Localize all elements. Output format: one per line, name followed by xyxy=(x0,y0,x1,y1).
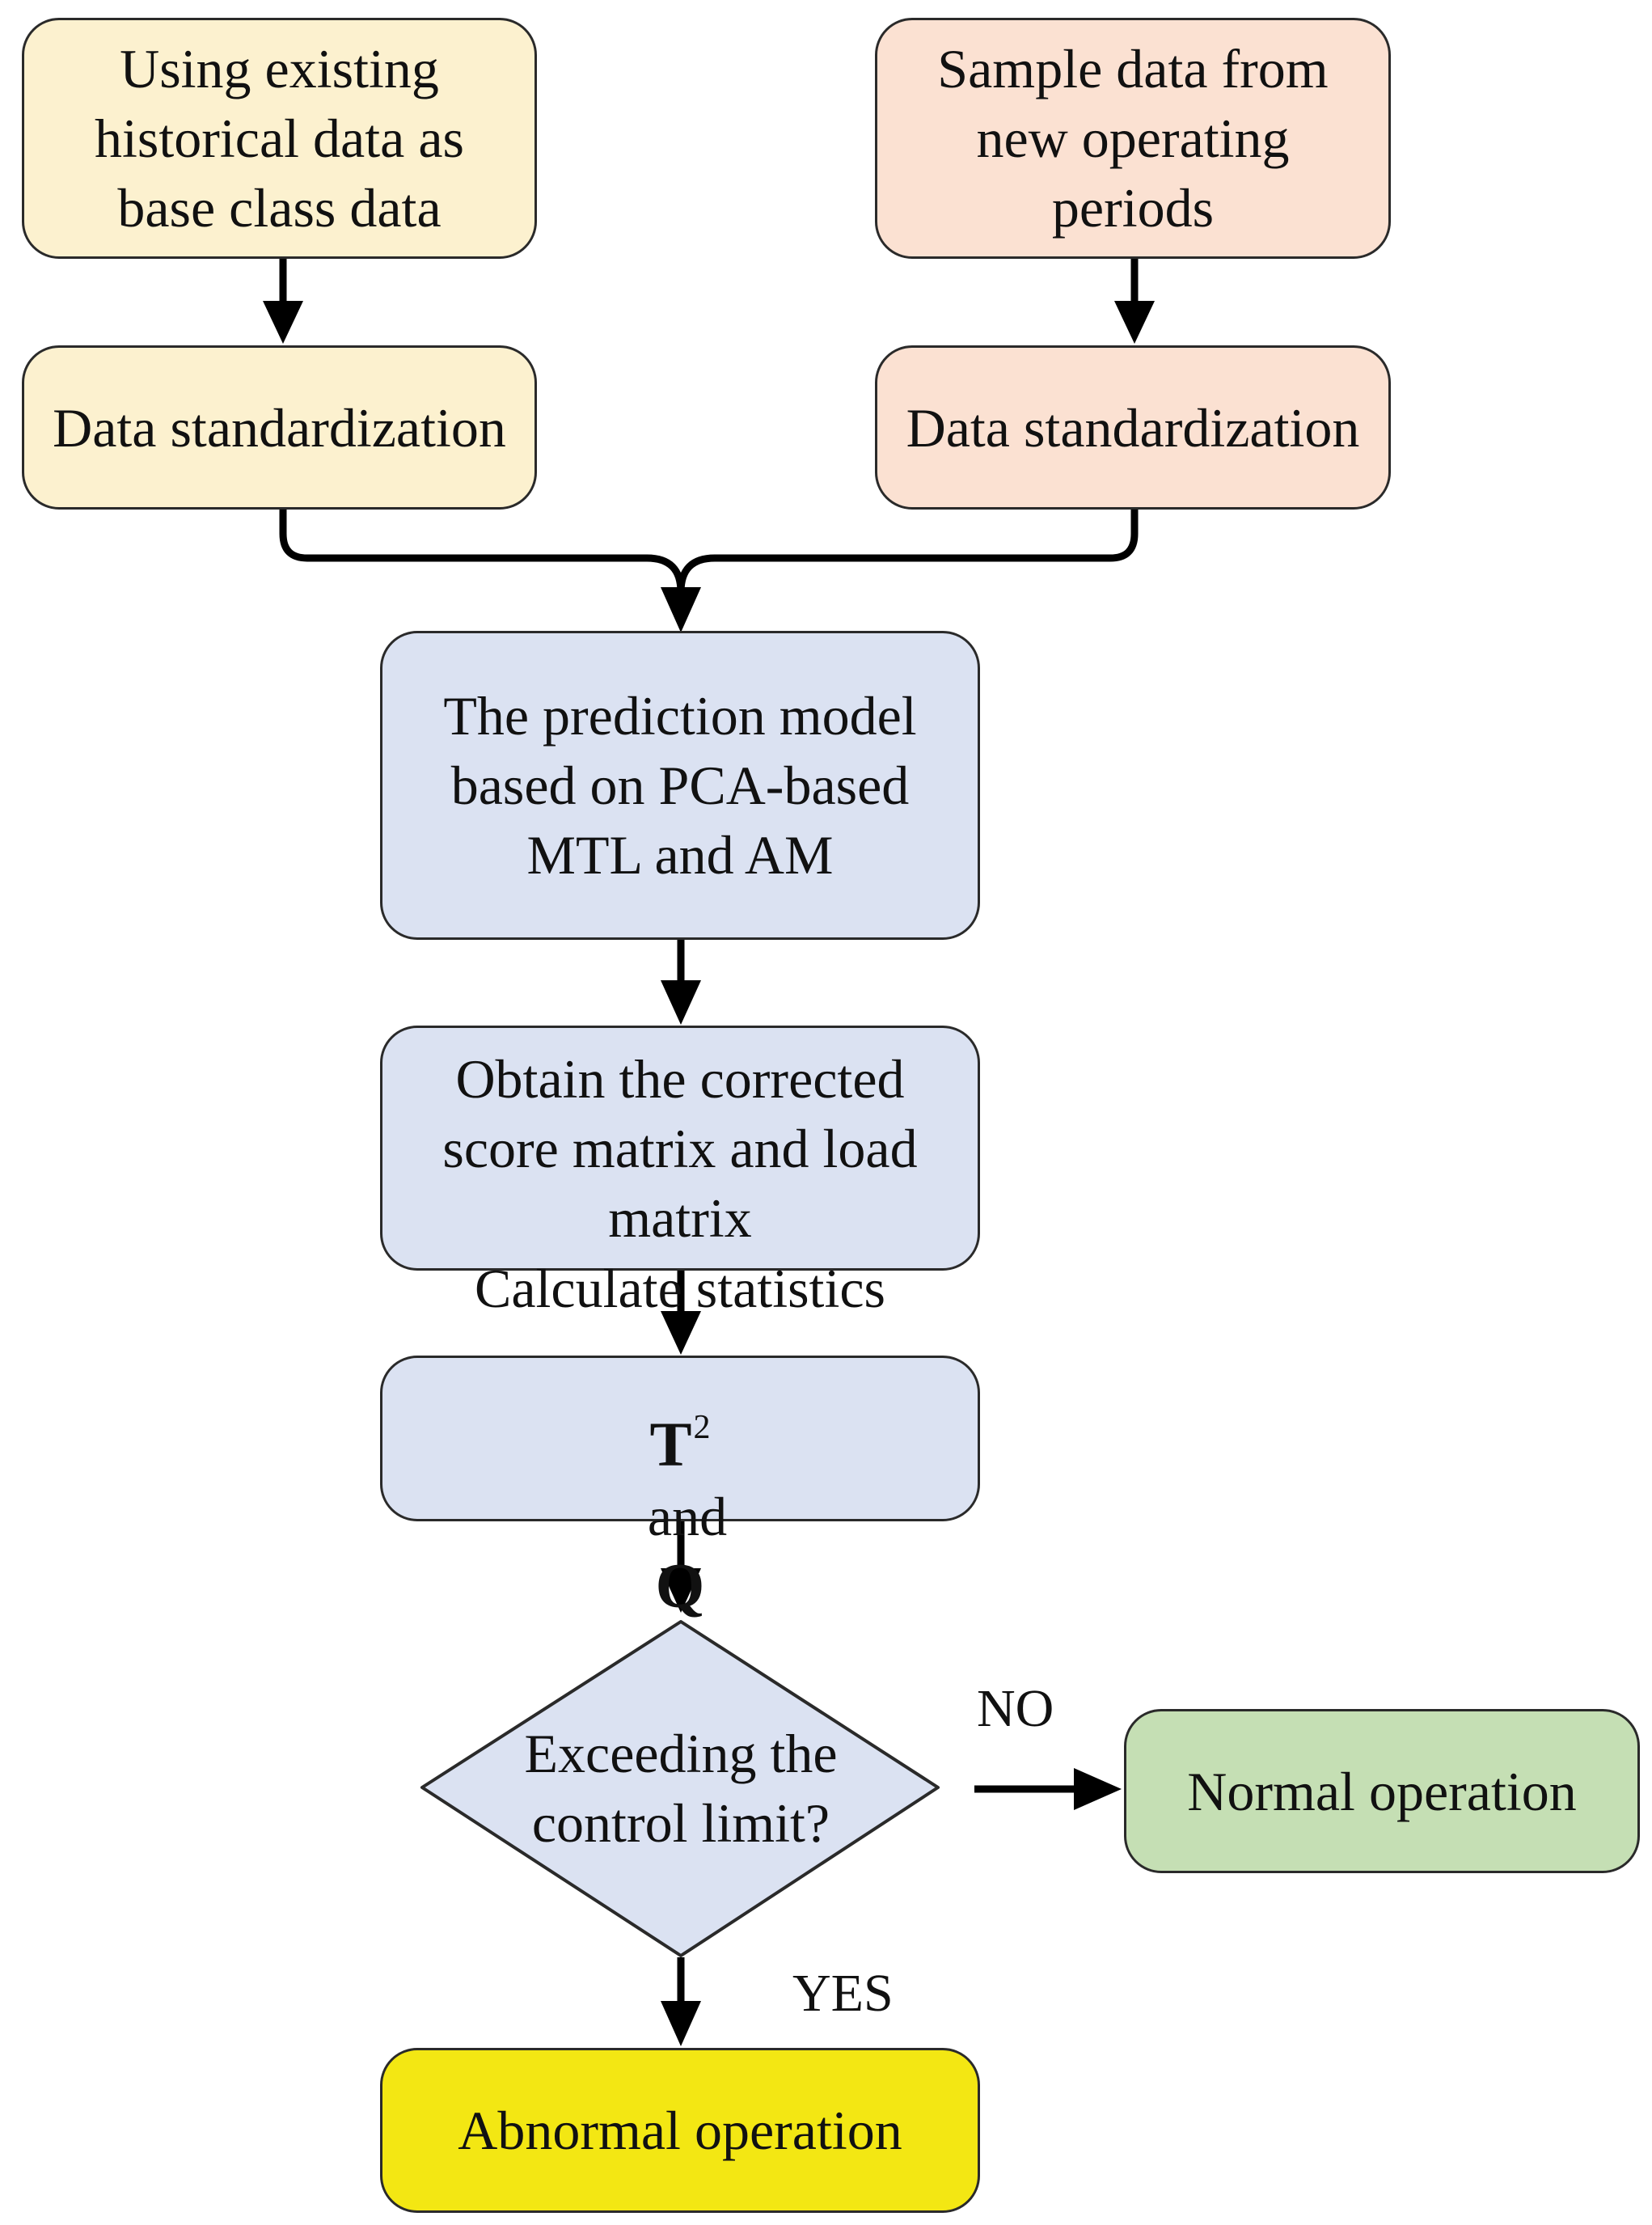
arrow-corrected-to-statistics xyxy=(661,1271,701,1355)
statistics-and: and xyxy=(647,1486,728,1547)
arrow-historical-to-standardization xyxy=(263,257,303,344)
sample-data-label: Sample data from new operating periods xyxy=(937,38,1329,239)
corrected-matrix-label: Obtain the corrected score matrix and lo… xyxy=(442,1047,918,1249)
statistics-line2: T2 and Q xyxy=(633,1323,727,1623)
t-squared-superscript: 2 xyxy=(693,1409,711,1446)
statistics-line1: Calculate statistics xyxy=(475,1258,885,1319)
standardization-left-node: Data standardization xyxy=(22,345,537,510)
normal-operation-node: Normal operation xyxy=(1124,1709,1640,1873)
standardization-left-label: Data standardization xyxy=(53,396,506,459)
statistics-node: Calculate statistics T2 and Q xyxy=(380,1258,980,1621)
standardization-right-node: Data standardization xyxy=(875,345,1391,510)
abnormal-operation-label: Abnormal operation xyxy=(458,2100,902,2161)
sample-data-node: Sample data from new operating periods xyxy=(875,18,1391,259)
standardization-right-label: Data standardization xyxy=(906,396,1360,459)
prediction-model-node: The prediction model based on PCA-based … xyxy=(380,631,980,940)
arrow-prediction-to-corrected xyxy=(661,940,701,1025)
historical-data-node: Using existing historical data as base c… xyxy=(22,18,537,259)
decision-label: Exceeding the control limit? xyxy=(524,1723,838,1854)
no-label: NO xyxy=(977,1679,1054,1738)
decision-diamond xyxy=(420,1620,940,1957)
t-squared-symbol: T xyxy=(649,1409,692,1479)
arrow-decision-to-abnormal xyxy=(661,1957,701,2046)
q-symbol: Q xyxy=(655,1550,705,1621)
abnormal-operation-node: Abnormal operation xyxy=(380,2048,980,2213)
prediction-model-label: The prediction model based on PCA-based … xyxy=(443,685,917,886)
corrected-matrix-node: Obtain the corrected score matrix and lo… xyxy=(380,1026,980,1271)
historical-data-label: Using existing historical data as base c… xyxy=(95,38,464,239)
merge-connector xyxy=(279,510,1139,632)
arrow-statistics-to-decision xyxy=(661,1521,701,1613)
yes-label: YES xyxy=(792,1964,894,2023)
arrow-sample-to-standardization xyxy=(1114,257,1155,344)
arrow-decision-to-normal xyxy=(974,1768,1122,1810)
normal-operation-label: Normal operation xyxy=(1187,1760,1577,1822)
